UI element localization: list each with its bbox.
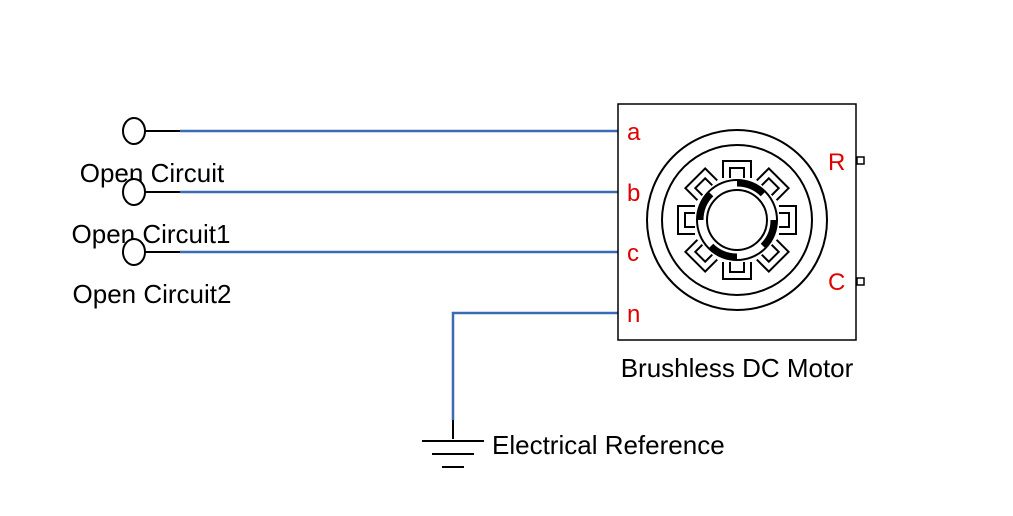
ground-icon	[422, 420, 484, 468]
bldc-motor-block[interactable]: a b c n R C Brushless DC Motor	[617, 103, 865, 383]
port-C-label: C	[828, 269, 845, 296]
open-circuit2-block[interactable]: Open Circuit2	[73, 238, 232, 309]
port-b-label: b	[627, 180, 640, 207]
port-a-label: a	[627, 119, 641, 146]
electrical-reference-label: Electrical Reference	[492, 430, 725, 460]
open-circuit2-label: Open Circuit2	[73, 279, 232, 309]
electrical-reference-block[interactable]: Electrical Reference	[422, 420, 725, 468]
motor-label: Brushless DC Motor	[621, 353, 854, 383]
rotor-magnet-4	[760, 219, 778, 249]
open-circuit-terminal-icon	[122, 117, 180, 145]
open-circuit-block[interactable]: Open Circuit	[80, 117, 225, 188]
port-R-label: R	[828, 149, 845, 176]
open-circuit1-label: Open Circuit1	[72, 219, 231, 249]
port-c-label: c	[627, 240, 639, 267]
open-circuit-terminal-icon	[122, 178, 180, 206]
wire-n[interactable]	[451, 311, 618, 420]
bldc-motor-icon	[646, 129, 828, 311]
port-R-connector[interactable]	[856, 156, 865, 165]
open-circuit-label: Open Circuit	[80, 158, 225, 188]
wires	[180, 129, 618, 420]
open-circuit1-block[interactable]: Open Circuit1	[72, 178, 231, 249]
rotor-magnet-2	[708, 243, 738, 261]
motor-block-frame	[617, 103, 857, 341]
rotor-magnet-1	[736, 179, 766, 197]
open-circuit-terminal-icon	[122, 238, 180, 266]
port-n-label: n	[627, 301, 640, 328]
rotor-magnet-3	[696, 191, 714, 221]
stator-teeth	[677, 160, 797, 280]
port-C-connector[interactable]	[856, 277, 865, 286]
